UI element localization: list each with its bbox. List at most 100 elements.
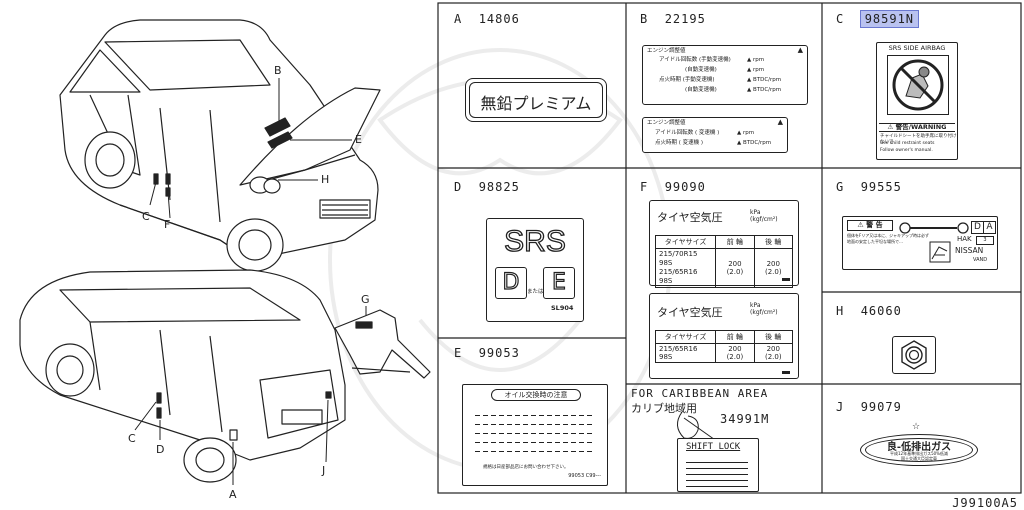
label-f2-bar <box>782 371 790 374</box>
callout-c-upper: C <box>142 210 150 223</box>
label-j-inner-ellipse <box>865 438 973 462</box>
cell-g-code[interactable]: 99555 <box>860 180 902 194</box>
cell-c-code[interactable]: 98591N <box>859 10 920 28</box>
f2-size: 215/65R16 98S <box>654 343 717 363</box>
cell-d-code[interactable]: 98825 <box>478 180 520 194</box>
upper-vehicle <box>59 19 381 272</box>
shift-lock-lines <box>686 457 748 487</box>
label-e-footer: 規格は日産部品店にお問い合わせ下さい。 <box>483 465 569 470</box>
f1-row-rear: 200 (2.0) <box>753 248 794 288</box>
label-g-vand: VAND <box>973 257 988 263</box>
label-g-text: 個体をFリア又は本に、ジャキアップ時は必ず 地面の安定した平坦な場所で… <box>847 233 929 244</box>
label-g-plate[interactable]: ⚠ 警 告 個体をFリア又は本に、ジャキアップ時は必ず 地面の安定した平坦な場所… <box>842 216 998 270</box>
label-b1-row-3-name: 点火時期 (手動変速機) <box>659 77 715 83</box>
label-b2-row-1-value: ▲ rpm <box>737 130 755 136</box>
f1-row-front: 200 (2.0) <box>715 248 755 288</box>
label-b1-row-2-value: ▲ rpm <box>747 67 765 73</box>
cell-h-code[interactable]: 46060 <box>860 304 902 318</box>
cell-e-code[interactable]: 99053 <box>478 346 520 360</box>
label-b2-title: エンジン調整値 <box>647 120 686 126</box>
jack-point-icon <box>929 241 951 263</box>
label-e-title: オイル交換時の注意 <box>491 389 581 401</box>
label-j-main: 良-低排出ガス <box>886 442 952 453</box>
label-c-pictogram-frame <box>887 55 949 115</box>
callout-g: G <box>361 293 370 306</box>
cell-b-code[interactable]: 22195 <box>664 12 706 26</box>
cell-e-header: E 99053 <box>454 346 520 360</box>
callout-c-lower: C <box>128 432 136 445</box>
cell-a-letter: A <box>454 12 463 26</box>
callout-j: J <box>322 464 326 477</box>
cell-h-header: H 46060 <box>836 304 902 318</box>
label-f2-unit: kPa (kgf/cm²) <box>750 302 778 316</box>
cell-f-code[interactable]: 99090 <box>664 180 706 194</box>
label-g-brand: NISSAN <box>955 246 984 255</box>
caribbean-line-2: カリブ地域用 <box>631 402 697 415</box>
label-b1-triangle: ▲ <box>797 46 803 54</box>
label-c-text-2: Use child restraint seats <box>880 141 935 146</box>
label-e-plate[interactable]: オイル交換時の注意 規格は日産部品店にお問い合わせ下さい。 99053 C99-… <box>462 384 608 486</box>
label-f-plate-1[interactable]: タイヤ空気圧 kPa (kgf/cm²) タイヤサイズ前 輪後 輪 215/70… <box>649 200 799 288</box>
cell-b-letter: B <box>640 12 649 26</box>
cell-h-letter: H <box>836 304 845 318</box>
jack <box>334 309 431 379</box>
cell-c-letter: C <box>836 12 845 26</box>
f2-header-rear: 後 輪 <box>753 330 794 344</box>
wrench-icon <box>899 222 969 234</box>
label-g-hak: HAK <box>957 235 972 243</box>
callout-f: F <box>164 218 171 231</box>
label-b1-row-2-name: (自動変速機) <box>685 67 717 73</box>
cell-f-letter: F <box>640 180 649 194</box>
label-b2-row-2-name: 点火時期 ( 変速機 ) <box>655 140 704 146</box>
cell-j-letter: J <box>836 400 845 414</box>
label-f1-title: タイヤ空気圧 <box>657 211 723 224</box>
upper-leader-lines <box>149 78 352 219</box>
label-b1-row-4-value: ▲ BTDC/rpm <box>747 87 782 93</box>
label-grid <box>437 2 1022 494</box>
label-e-dashed-lines <box>475 407 595 459</box>
f2-rear: 200 (2.0) <box>753 343 794 363</box>
label-g-num: 3 <box>976 236 994 245</box>
cell-e-letter: E <box>454 346 463 360</box>
cell-j-code[interactable]: 99079 <box>860 400 902 414</box>
label-f-plate-2[interactable]: タイヤ空気圧 kPa (kgf/cm²) タイヤサイズ前 輪後 輪 215/65… <box>649 293 799 379</box>
lower-leader-lines <box>134 306 367 485</box>
f1-header-front: 前 輪 <box>715 235 755 249</box>
label-d-plate[interactable]: SRS D E または SL904 <box>486 218 584 322</box>
label-c-plate[interactable]: SRS SIDE AIRBAG ⚠ 警告/WARNING チャイルドシートを助手… <box>876 42 958 160</box>
label-b1-row-1-value: ▲ rpm <box>747 57 765 63</box>
label-c-text-1: チャイルドシートを助手席に取り付けないで <box>880 134 957 145</box>
caribbean-line-1: FOR CARIBBEAN AREA <box>631 387 769 400</box>
label-b-plate-1[interactable]: エンジン調整値 ▲ アイドル回転数 (手動変速機) ▲ rpm (自動変速機) … <box>642 45 808 105</box>
callout-b: B <box>274 64 282 77</box>
label-shift-lock-tag[interactable]: SHIFT LOCK <box>677 438 759 492</box>
label-f2-title: タイヤ空気圧 <box>657 306 723 319</box>
cell-a-code[interactable]: 14806 <box>478 12 520 26</box>
label-j-star: ☆ <box>912 422 921 432</box>
label-d-letter-e: E <box>543 267 575 299</box>
label-b2-row-2-value: ▲ BTDC/rpm <box>737 140 772 146</box>
label-d-or: または <box>527 289 544 295</box>
label-j-sub1: 平成12年基準排出ガス50%低減 <box>890 451 948 456</box>
label-e-part: 99053 C99--- <box>568 473 601 479</box>
label-b-plate-2[interactable]: エンジン調整値 ▲ アイドル回転数 ( 変速機 ) ▲ rpm 点火時期 ( 変… <box>642 117 788 153</box>
caribbean-code[interactable]: 34991M <box>720 412 770 426</box>
label-h-plate[interactable] <box>892 336 936 374</box>
callout-e: E <box>355 133 362 146</box>
label-j-plate[interactable]: 良-低排出ガス 平成12年基準排出ガス50%低減 国土交通大臣認定車 <box>860 434 978 466</box>
cell-d-letter: D <box>454 180 463 194</box>
label-d-small-code: SL904 <box>551 304 574 312</box>
label-b2-row-1-name: アイドル回転数 ( 変速機 ) <box>655 130 720 136</box>
label-b1-title: エンジン調整値 <box>647 48 686 54</box>
f1-header-rear: 後 輪 <box>753 235 794 249</box>
oil-cap-hex-icon <box>901 340 927 370</box>
cell-g-letter: G <box>836 180 845 194</box>
label-c-warning: ⚠ 警告/WARNING <box>879 123 955 132</box>
label-f1-unit: kPa (kgf/cm²) <box>750 209 778 223</box>
f1-size-2: 215/65R16 98S <box>659 268 698 285</box>
label-a-plate[interactable]: 無鉛プレミアム <box>465 78 607 122</box>
label-c-text-3: Follow owner's manual. <box>880 148 933 153</box>
label-g-a: A <box>983 221 996 234</box>
